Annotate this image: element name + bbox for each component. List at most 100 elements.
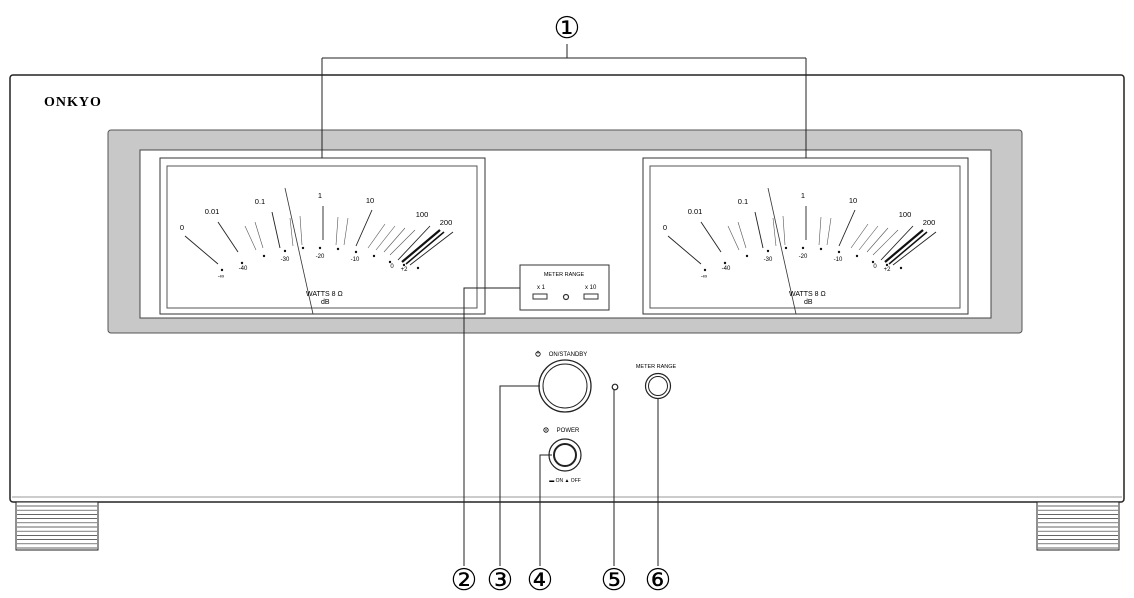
meter-scale-dot (703, 268, 707, 272)
meter-watts-tick-label: 0.01 (205, 207, 220, 216)
meter-range-button[interactable] (644, 372, 672, 400)
meter-major-tick (409, 231, 454, 266)
meter-scale-dot (837, 250, 841, 254)
meter-scale-dot (871, 260, 875, 264)
meter-watts-tick-label: 1 (801, 191, 805, 200)
meter-db-tick-label: 0 (873, 264, 877, 270)
on-standby-button[interactable] (538, 359, 592, 413)
right-foot (1036, 501, 1120, 551)
meter-watts-tick-label: 0.01 (688, 207, 703, 216)
right-meter-unit-watts: WATTS 8 Ω (789, 291, 826, 298)
meter-minor-tick (383, 227, 406, 253)
meter-scale-dot (784, 246, 788, 250)
power-switch[interactable] (548, 438, 582, 472)
meter-scale-dot (402, 263, 406, 267)
meter-minor-tick (858, 225, 879, 251)
meter-minor-tick (289, 217, 294, 247)
meter-scale-dot (819, 247, 823, 251)
meter-watts-tick-label: 200 (440, 218, 453, 227)
meter-db-tick-label: -10 (834, 257, 843, 263)
power-label: POWER (557, 428, 580, 434)
meter-scale-dot (336, 247, 340, 251)
meter-db-tick-label: +2 (401, 267, 409, 273)
meter-db-tick-label: -30 (764, 257, 773, 263)
meter-db-tick-label: +2 (884, 267, 892, 273)
meter-minor-tick (335, 216, 339, 246)
meter-watts-tick-label: 10 (366, 196, 374, 205)
meter-major-tick (217, 221, 239, 253)
meter-range-x1-indicator (532, 293, 548, 300)
meter-needle (284, 187, 314, 315)
meter-scale-dot (766, 249, 770, 253)
meter-major-tick (754, 211, 764, 249)
meter-minor-tick (866, 227, 889, 253)
meter-major-tick (355, 209, 373, 247)
meter-minor-tick (254, 221, 264, 249)
foot-body (1036, 501, 1120, 551)
meter-scale-dot (855, 254, 859, 258)
meter-watts-tick-label: 200 (923, 218, 936, 227)
meter-scale-dot (388, 260, 392, 264)
meter-range-sensor (562, 293, 570, 301)
meter-minor-tick (872, 229, 899, 256)
meter-db-tick-label: -30 (281, 257, 290, 263)
brand-logo: ONKYO (44, 95, 102, 110)
meter-peak-zone-mark (401, 229, 441, 263)
meter-watts-tick-label: 0 (663, 223, 667, 232)
meter-major-tick (880, 225, 914, 261)
meter-range-x1-label: x 1 (537, 285, 546, 291)
meter-scale-dot (416, 266, 420, 270)
meter-watts-tick-label: 100 (899, 210, 912, 219)
callout-leaders (321, 44, 807, 566)
meter-scale-dot (318, 246, 322, 250)
meter-db-tick-label: -20 (316, 254, 325, 260)
meter-scale-dot (885, 263, 889, 267)
left-meter-unit-db: dB (321, 299, 330, 306)
meter-scale-dot (220, 268, 224, 272)
meter-db-tick-label: -∞ (701, 274, 707, 280)
meter-watts-tick-label: 10 (849, 196, 857, 205)
power-positions-label: ▬ ON ▲ OFF (549, 478, 581, 484)
meter-minor-tick (375, 225, 396, 251)
left-level-meter (159, 157, 486, 315)
meter-minor-tick (244, 225, 257, 251)
meter-range-x10-label: x 10 (585, 285, 597, 291)
left-meter-unit-watts: WATTS 8 Ω (306, 291, 343, 298)
meter-major-tick (667, 235, 702, 265)
foot-body (15, 501, 99, 551)
meter-peak-zone-mark (884, 229, 924, 263)
meter-needle (767, 187, 797, 315)
meter-minor-tick (737, 221, 747, 249)
meter-minor-tick (367, 223, 386, 249)
meter-minor-tick (818, 216, 822, 246)
meter-scale-dot (283, 249, 287, 253)
meter-minor-tick (299, 215, 303, 246)
meter-major-tick (271, 211, 281, 249)
meter-watts-tick-label: 0.1 (255, 197, 265, 206)
meter-db-tick-label: -20 (799, 254, 808, 260)
meter-scale-dot (240, 261, 244, 265)
meter-minor-tick (389, 229, 416, 256)
meter-scale-dot (372, 254, 376, 258)
meter-minor-tick (772, 217, 777, 247)
meter-db-tick-label: -40 (722, 266, 731, 272)
meter-range-indicator-panel: METER RANGE x 1 x 10 (519, 264, 610, 311)
meter-major-tick (892, 231, 937, 266)
right-meter-unit-db: dB (804, 299, 813, 306)
meter-range-panel-title: METER RANGE (544, 272, 585, 278)
meter-watts-tick-label: 100 (416, 210, 429, 219)
meter-watts-tick-label: 0 (180, 223, 184, 232)
meter-minor-tick (727, 225, 740, 251)
meter-scale-dot (262, 254, 266, 258)
power-icon (543, 427, 549, 433)
meter-db-tick-label: 0 (390, 264, 394, 270)
on-standby-label: ON/STANDBY (549, 352, 588, 358)
meter-minor-tick (850, 223, 869, 249)
meter-db-tick-label: -∞ (218, 274, 224, 280)
meter-watts-tick-label: 1 (318, 191, 322, 200)
meter-scale-dot (801, 246, 805, 250)
meter-minor-tick (826, 217, 832, 246)
meter-major-tick (838, 209, 856, 247)
